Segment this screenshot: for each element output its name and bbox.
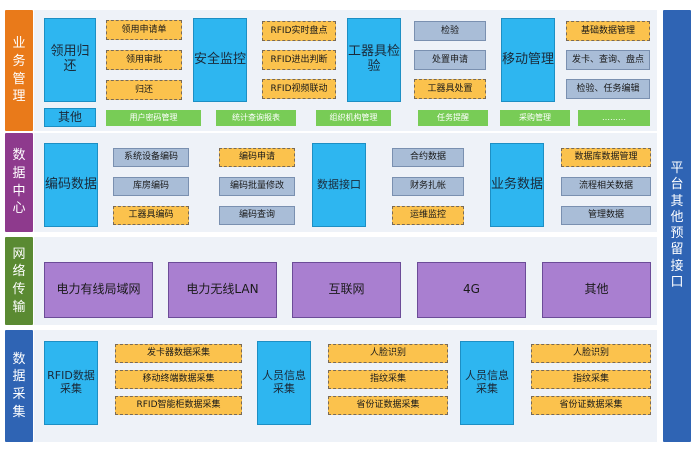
- encoding-item: 库房编码: [113, 177, 189, 196]
- person-item: 人脸识别: [531, 344, 651, 363]
- receive-item: 归还: [106, 80, 182, 100]
- other-item: 统计查询报表: [216, 110, 296, 126]
- business-data-module: 业务数据: [490, 143, 544, 227]
- person-item: 指纹采集: [531, 370, 651, 389]
- network-4g: 4G: [417, 262, 526, 318]
- mobile-item: 发卡、查询、盘点: [566, 50, 650, 70]
- data-interface-module: 数据接口: [312, 143, 366, 227]
- person-item: 省份证数据采集: [328, 396, 448, 415]
- layer-data-center: 数据中心: [5, 133, 33, 232]
- business-data-item: 数据库数据管理: [561, 148, 651, 167]
- receive-item: 领用申请单: [106, 20, 182, 40]
- network-wired-lan: 电力有线局域网: [44, 262, 153, 318]
- encoding-data-module: 编码数据: [44, 143, 98, 227]
- security-item: RFID视频联动: [262, 79, 336, 99]
- mobile-item: 检验、任务编辑: [566, 79, 650, 99]
- tool-item: 处置申请: [414, 50, 486, 70]
- interface-item: 合约数据: [392, 148, 464, 167]
- mobile-item: 基础数据管理: [566, 21, 650, 41]
- layer-collection: 数据采集: [5, 330, 33, 442]
- business-data-item: 管理数据: [561, 206, 651, 225]
- other-item: ………: [578, 110, 650, 126]
- person-info-collection-module: 人员信息采集: [257, 341, 311, 425]
- layer-network: 网络传输: [5, 237, 33, 325]
- encoding-item: 系统设备编码: [113, 148, 189, 167]
- encoding-item: 编码申请: [219, 148, 295, 167]
- platform-reserved-interface: 平台其他预留接口: [663, 10, 691, 442]
- other-item: 任务提醒: [418, 110, 488, 126]
- other-item: 用户密码管理: [106, 110, 201, 126]
- encoding-item: 编码批量修改: [219, 177, 295, 196]
- interface-item: 运维监控: [392, 206, 464, 225]
- network-wireless-lan: 电力无线LAN: [168, 262, 277, 318]
- encoding-item: 编码查询: [219, 206, 295, 225]
- person-item: 人脸识别: [328, 344, 448, 363]
- person-info-collection-module: 人员信息采集: [460, 341, 514, 425]
- other-module: 其他: [44, 108, 96, 127]
- rfid-item: RFID智能柜数据采集: [115, 396, 242, 415]
- layer-business: 业务管理: [5, 10, 33, 131]
- receive-item: 领用审批: [106, 50, 182, 70]
- encoding-item: 工器具编码: [113, 206, 189, 225]
- person-item: 省份证数据采集: [531, 396, 651, 415]
- rfid-collection-module: RFID数据采集: [44, 341, 98, 425]
- business-data-item: 流程相关数据: [561, 177, 651, 196]
- mobile-management-module: 移动管理: [501, 18, 555, 102]
- tool-item: 工器具处置: [414, 79, 486, 99]
- network-other: 其他: [542, 262, 651, 318]
- tool-item: 检验: [414, 21, 486, 41]
- security-monitor-module: 安全监控: [193, 18, 247, 102]
- other-item: 采购管理: [500, 110, 570, 126]
- rfid-item: 发卡器数据采集: [115, 344, 242, 363]
- rfid-item: 移动终端数据采集: [115, 370, 242, 389]
- security-item: RFID进出判断: [262, 50, 336, 70]
- receive-return-module: 领用归还: [44, 18, 96, 102]
- network-internet: 互联网: [292, 262, 401, 318]
- other-item: 组织机构管理: [316, 110, 391, 126]
- person-item: 指纹采集: [328, 370, 448, 389]
- security-item: RFID实时盘点: [262, 21, 336, 41]
- tool-check-module: 工器具检验: [347, 18, 401, 102]
- interface-item: 财务扎帐: [392, 177, 464, 196]
